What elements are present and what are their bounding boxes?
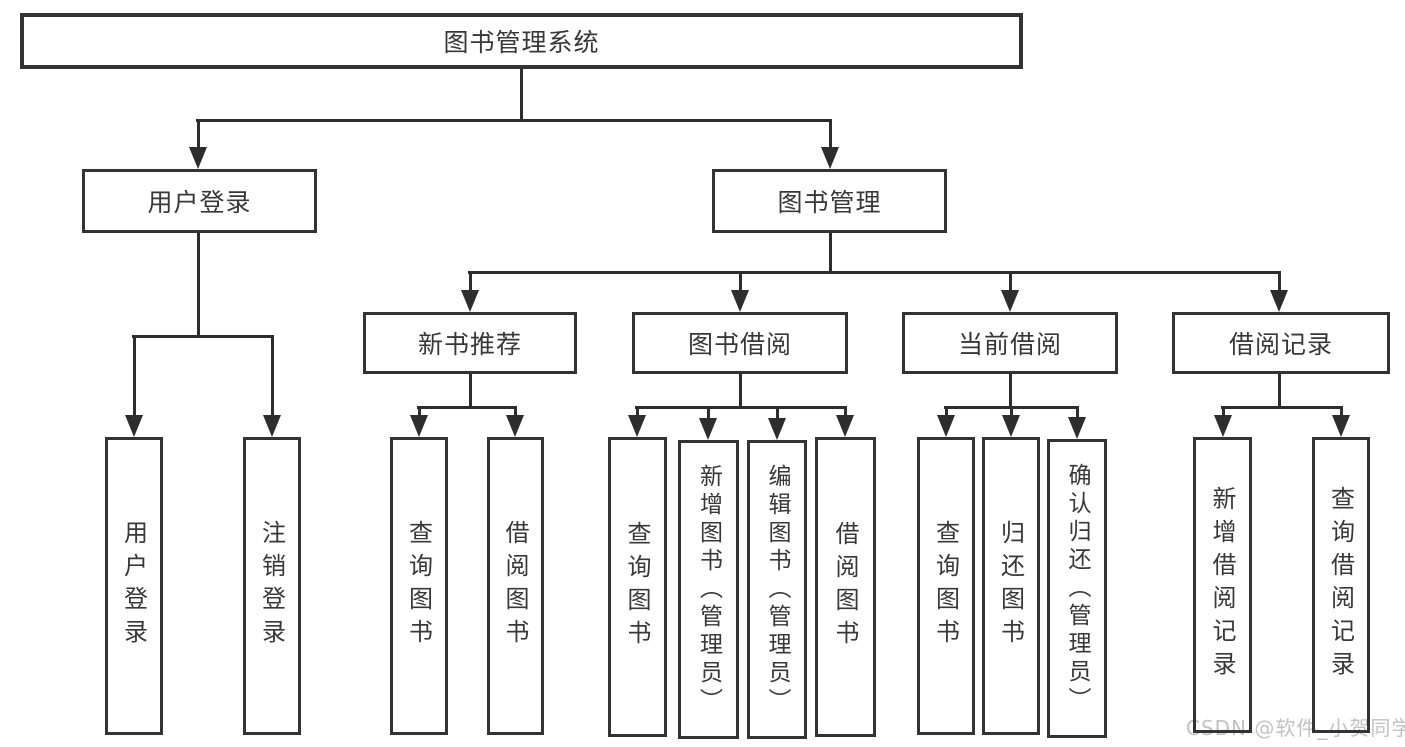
node-label-new-book-recommend: 新书推荐 <box>417 330 522 359</box>
arrow-stem <box>843 406 847 415</box>
node-book-management: 图书管理 <box>712 169 947 233</box>
arrowhead-down-icon <box>263 415 281 437</box>
node-leaf-borrow-books-a: 借阅图书 <box>487 437 544 735</box>
node-label-borrowing-records: 借阅记录 <box>1228 330 1333 359</box>
arrowhead-down-icon <box>461 290 479 312</box>
connector-line-horizontal <box>635 405 847 409</box>
node-label-leaf-query-borrow-record: 查询借阅记录 <box>1326 486 1355 684</box>
node-label-current-borrowing: 当前借阅 <box>957 330 1062 359</box>
connector-line-vertical <box>519 69 523 122</box>
arrow-stem <box>1221 406 1225 415</box>
node-leaf-query-borrow-record: 查询借阅记录 <box>1312 437 1370 733</box>
node-label-book-management: 图书管理 <box>777 188 882 217</box>
arrow-stem <box>828 120 832 147</box>
arrow-stem <box>132 335 136 415</box>
arrowhead-down-icon <box>731 290 749 312</box>
connector-line-vertical <box>1008 374 1012 408</box>
node-borrowing-records: 借阅记录 <box>1172 312 1390 374</box>
arrowhead-down-icon <box>125 415 143 437</box>
node-label-user-login: 用户登录 <box>147 188 252 217</box>
node-label-leaf-edit-book-admin: 编辑图书（管理员） <box>764 463 790 716</box>
node-leaf-logout: 注销登录 <box>243 437 301 735</box>
connector-line-vertical <box>738 374 742 408</box>
arrowhead-down-icon <box>768 418 786 440</box>
arrow-stem <box>1339 406 1343 415</box>
node-root: 图书管理系统 <box>20 13 1023 69</box>
node-leaf-add-book-admin: 新增图书（管理员） <box>678 440 739 739</box>
arrow-stem <box>706 406 710 418</box>
arrowhead-down-icon <box>937 415 955 437</box>
node-leaf-user-login: 用户登录 <box>105 437 163 735</box>
arrowhead-down-icon <box>1214 415 1232 437</box>
arrow-stem <box>1009 406 1013 415</box>
arrowhead-down-icon <box>1270 290 1288 312</box>
arrow-stem <box>1008 271 1012 290</box>
node-label-leaf-logout: 注销登录 <box>257 520 286 652</box>
node-leaf-add-borrow-record: 新增借阅记录 <box>1193 437 1252 733</box>
node-leaf-return-book: 归还图书 <box>982 437 1040 735</box>
csdn-watermark: CSDN @软件_小贺同学 <box>1186 716 1405 740</box>
arrowhead-down-icon <box>821 147 839 169</box>
connector-line-horizontal <box>196 118 832 122</box>
node-label-leaf-borrow-books-a: 借阅图书 <box>501 520 529 652</box>
arrow-stem <box>196 120 200 147</box>
connector-line-vertical <box>196 233 200 337</box>
arrow-stem <box>944 406 948 415</box>
node-label-leaf-return-book: 归还图书 <box>996 520 1025 652</box>
arrowhead-down-icon <box>410 415 428 437</box>
node-label-leaf-user-login: 用户登录 <box>119 520 148 652</box>
node-label-leaf-query-books-c: 查询图书 <box>931 520 960 652</box>
node-label-book-borrowing: 图书借阅 <box>687 330 792 359</box>
node-user-login: 用户登录 <box>82 169 317 233</box>
node-leaf-query-books-b: 查询图书 <box>608 437 667 737</box>
node-label-leaf-borrow-books-b: 借阅图书 <box>831 521 859 653</box>
connector-line-horizontal <box>417 405 517 409</box>
arrow-stem <box>468 271 472 290</box>
node-label-leaf-add-borrow-record: 新增借阅记录 <box>1208 486 1236 684</box>
node-label-leaf-confirm-return-admin: 确认归还（管理员） <box>1064 462 1090 715</box>
arrowhead-down-icon <box>1001 290 1019 312</box>
connector-line-vertical <box>1277 374 1281 408</box>
arrow-stem <box>1075 406 1079 417</box>
arrowhead-down-icon <box>1068 417 1086 439</box>
node-label-root: 图书管理系统 <box>443 28 600 57</box>
node-current-borrowing: 当前借阅 <box>902 312 1118 374</box>
arrow-stem <box>738 271 742 290</box>
connector-line-horizontal <box>132 334 273 338</box>
connector-line-vertical <box>468 374 472 408</box>
arrow-stem <box>1277 271 1281 290</box>
connector-line-horizontal <box>468 270 1281 274</box>
node-leaf-query-books-c: 查询图书 <box>917 437 975 735</box>
arrow-stem <box>513 406 517 415</box>
arrowhead-down-icon <box>1002 415 1020 437</box>
arrowhead-down-icon <box>628 415 646 437</box>
connector-line-vertical <box>828 233 832 273</box>
node-book-borrowing: 图书借阅 <box>632 312 848 374</box>
node-leaf-confirm-return-admin: 确认归还（管理员） <box>1047 439 1107 738</box>
arrowhead-down-icon <box>1332 415 1350 437</box>
arrowhead-down-icon <box>699 418 717 440</box>
node-leaf-query-books-a: 查询图书 <box>390 437 448 735</box>
node-leaf-borrow-books-b: 借阅图书 <box>815 437 876 737</box>
arrowhead-down-icon <box>506 415 524 437</box>
node-new-book-recommend: 新书推荐 <box>363 312 577 374</box>
connector-line-horizontal <box>1221 405 1343 409</box>
arrowhead-down-icon <box>836 415 854 437</box>
arrow-stem <box>635 406 639 415</box>
arrow-stem <box>417 406 421 415</box>
node-label-leaf-query-books-a: 查询图书 <box>404 520 433 652</box>
node-label-leaf-query-books-b: 查询图书 <box>623 521 651 653</box>
arrowhead-down-icon <box>189 147 207 169</box>
arrow-stem <box>270 335 274 415</box>
node-leaf-edit-book-admin: 编辑图书（管理员） <box>747 440 807 739</box>
node-label-leaf-add-book-admin: 新增图书（管理员） <box>695 463 722 716</box>
arrow-stem <box>775 406 779 418</box>
